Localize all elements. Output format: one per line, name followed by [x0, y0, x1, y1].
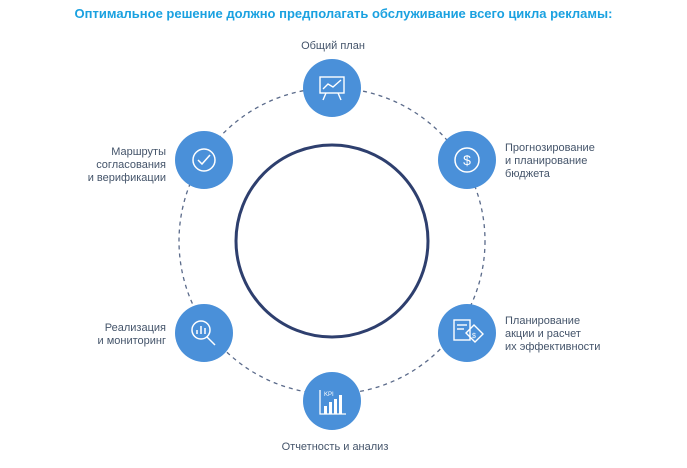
- label-budget-forecast: Прогнозирование и планирование бюджета: [505, 142, 595, 180]
- node-reporting[interactable]: KPI: [303, 372, 361, 430]
- center-ring: [234, 143, 430, 339]
- node-circle: [175, 131, 233, 189]
- node-circle: [438, 304, 496, 362]
- node-approval[interactable]: [175, 131, 233, 189]
- label-promo-planning: Планирование акции и расчет их эффективн…: [505, 315, 601, 353]
- node-promo-planning[interactable]: $: [438, 304, 496, 362]
- presentation-chart-icon: [319, 76, 345, 101]
- price-tag-document-icon: $: [453, 319, 484, 343]
- node-general-plan[interactable]: [303, 59, 361, 117]
- node-circle: [175, 304, 233, 362]
- node-budget-forecast[interactable]: $: [438, 131, 496, 189]
- svg-text:$: $: [463, 152, 471, 168]
- dollar-coin-icon: $: [454, 147, 480, 173]
- kpi-bar-chart-icon: KPI: [319, 390, 346, 415]
- node-circle: [438, 131, 496, 189]
- check-circle-icon: [192, 148, 216, 172]
- label-monitoring: Реализация и мониторинг: [97, 322, 166, 347]
- page-title: Оптимальное решение должно предполагать …: [74, 6, 613, 21]
- label-reporting: Отчетность и анализ: [281, 441, 389, 453]
- svg-text:$: $: [472, 333, 476, 340]
- kpi-text: KPI: [324, 392, 334, 398]
- node-monitoring[interactable]: [175, 304, 233, 362]
- label-general-plan: Общий план: [301, 40, 365, 52]
- magnifier-chart-icon: [191, 320, 216, 346]
- node-circle: [303, 372, 361, 430]
- label-approval: Маршруты согласования и верификации: [87, 146, 166, 184]
- node-circle: [303, 59, 361, 117]
